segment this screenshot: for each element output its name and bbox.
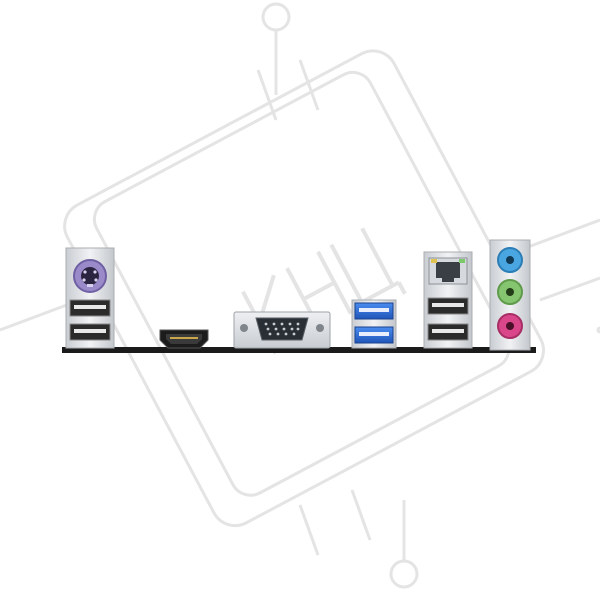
pcb-edge xyxy=(62,347,536,353)
audio-jack-stack xyxy=(489,239,531,351)
lan-usb-stack xyxy=(423,251,473,349)
ps2-usb-stack xyxy=(65,247,115,349)
vga-port xyxy=(233,311,331,349)
hdmi-port xyxy=(159,329,209,349)
usb3-stack xyxy=(351,299,397,349)
